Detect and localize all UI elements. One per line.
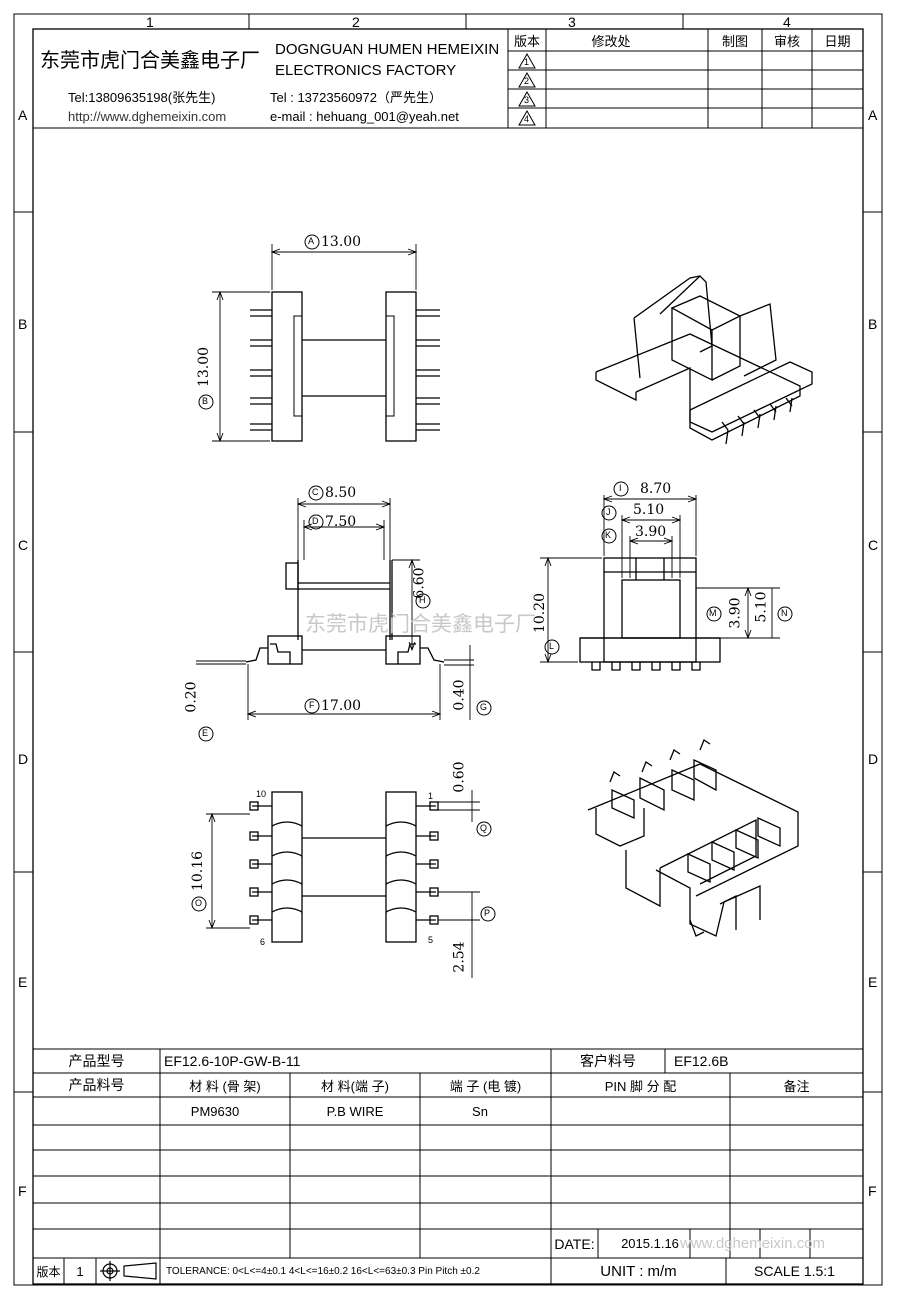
row-label-f-left: F [18, 1183, 27, 1199]
rev-header-drawn: 制图 [721, 33, 748, 49]
marker-q: Q [480, 823, 488, 833]
marker-i: I [619, 483, 622, 493]
customer-part-value: EF12.6B [674, 1053, 729, 1069]
date-value: 2015.1.16 [621, 1236, 679, 1251]
pin-number-5: 5 [428, 935, 434, 945]
unit-value: UNIT : m/m [600, 1262, 677, 1280]
company-name-en-2: ELECTRONICS FACTORY [275, 62, 457, 79]
row-label-a-left: A [18, 107, 28, 123]
dim-e-value: 0.20 [183, 681, 200, 713]
pin-number-10: 10 [256, 789, 267, 799]
row-label-c-left: C [18, 537, 29, 553]
pin-number-1: 1 [428, 791, 434, 801]
marker-p: P [484, 908, 491, 918]
version-value: 1 [76, 1263, 84, 1279]
column-label-4: 4 [783, 14, 791, 30]
material-bobbin-value: PM9630 [190, 1103, 240, 1119]
isometric-view-bottom [587, 739, 799, 937]
row-label-d-right: D [868, 751, 879, 767]
dim-b-value: 13.00 [196, 346, 213, 388]
side-view [579, 557, 721, 671]
email-address[interactable]: e-mail : hehuang_001@yeah.net [270, 109, 459, 124]
column-label-1: 1 [146, 14, 154, 30]
material-pin-value: P.B WIRE [326, 1103, 384, 1119]
marker-a: A [308, 236, 315, 246]
contact-tel-1: Tel:13809635198(张先生) [68, 90, 216, 105]
dim-i-value: 8.70 [640, 481, 672, 497]
product-model-label: 产品型号 [68, 1053, 125, 1069]
marker-m: M [709, 608, 717, 618]
material-pin-label: 材 料(端 子) [321, 1078, 389, 1094]
material-bobbin-label: 材 料 (骨 架) [189, 1078, 261, 1094]
plating-label: 端 子 (电 镀) [449, 1078, 522, 1094]
version-label: 版本 [36, 1264, 61, 1279]
dim-f-value: 17.00 [321, 698, 362, 714]
company-name-cn: 东莞市虎门合美鑫电子厂 [40, 48, 260, 72]
bottom-view [249, 791, 439, 943]
marker-l: L [549, 641, 555, 651]
product-model-value: EF12.6-10P-GW-B-11 [164, 1053, 301, 1069]
marker-e: E [202, 728, 209, 738]
pin-assign-label: PIN 脚 分 配 [604, 1078, 677, 1094]
marker-d: D [312, 516, 319, 526]
dim-m-value: 3.90 [727, 597, 744, 629]
company-name-en-1: DOGNGUAN HUMEN HEMEIXIN [275, 41, 500, 58]
dim-h-value: 6.60 [411, 567, 428, 599]
marker-c: C [312, 487, 319, 497]
row-label-a-right: A [868, 107, 878, 123]
row-label-b-left: B [18, 316, 28, 332]
rev-number-3: 3 [524, 95, 530, 105]
rev-header-change: 修改处 [591, 33, 631, 49]
row-label-d-left: D [18, 751, 29, 767]
front-view [245, 560, 445, 665]
isometric-view-top [595, 275, 813, 445]
dim-o-value: 10.16 [190, 850, 207, 892]
scale-value: SCALE 1.5:1 [754, 1263, 835, 1279]
marker-b: B [202, 396, 209, 406]
part-no-label: 产品料号 [68, 1077, 125, 1093]
dim-j-value: 5.10 [633, 502, 665, 518]
marker-n: N [781, 608, 788, 618]
row-label-c-right: C [868, 537, 879, 553]
row-label-b-right: B [868, 316, 878, 332]
rev-header-date: 日期 [824, 33, 851, 49]
rev-number-1: 1 [524, 57, 530, 67]
dim-q-value: 0.60 [451, 761, 468, 793]
dim-g-value: 0.40 [451, 679, 468, 711]
rev-header-version: 版本 [513, 33, 540, 49]
marker-k: K [605, 530, 612, 540]
column-label-3: 3 [568, 14, 576, 30]
row-label-e-left: E [18, 974, 28, 990]
row-label-e-right: E [868, 974, 878, 990]
dim-n-value: 5.10 [753, 591, 770, 623]
pin-number-6: 6 [260, 937, 266, 947]
marker-f: F [309, 700, 315, 710]
customer-part-label: 客户料号 [580, 1053, 636, 1069]
dim-c-value: 8.50 [325, 485, 357, 501]
marker-h: H [419, 595, 426, 605]
top-view [250, 291, 440, 442]
remark-label: 备注 [783, 1078, 810, 1094]
contact-tel-2: Tel : 13723560972（严先生） [270, 90, 442, 105]
watermark-website: www.dghemeixin.com [680, 1235, 826, 1252]
rev-header-checked: 审核 [773, 33, 800, 49]
watermark-company: 东莞市虎门合美鑫电子厂 [305, 613, 536, 636]
dim-p-value: 2.54 [451, 941, 468, 973]
marker-g: G [480, 702, 488, 712]
row-label-f-right: F [868, 1183, 877, 1199]
plating-value: Sn [472, 1103, 488, 1119]
website-link[interactable]: http://www.dghemeixin.com [68, 109, 227, 124]
marker-j: J [606, 507, 611, 517]
tolerance-note: TOLERANCE: 0<L<=4±0.1 4<L<=16±0.2 16<L<=… [166, 1265, 480, 1277]
dim-d-value: 7.50 [325, 514, 357, 530]
marker-o: O [195, 898, 203, 908]
dim-k-value: 3.90 [635, 524, 667, 540]
rev-number-2: 2 [524, 76, 530, 86]
dim-a-value: 13.00 [321, 234, 362, 250]
rev-number-4: 4 [524, 114, 530, 124]
column-label-2: 2 [352, 14, 360, 30]
date-label: DATE: [554, 1235, 595, 1252]
